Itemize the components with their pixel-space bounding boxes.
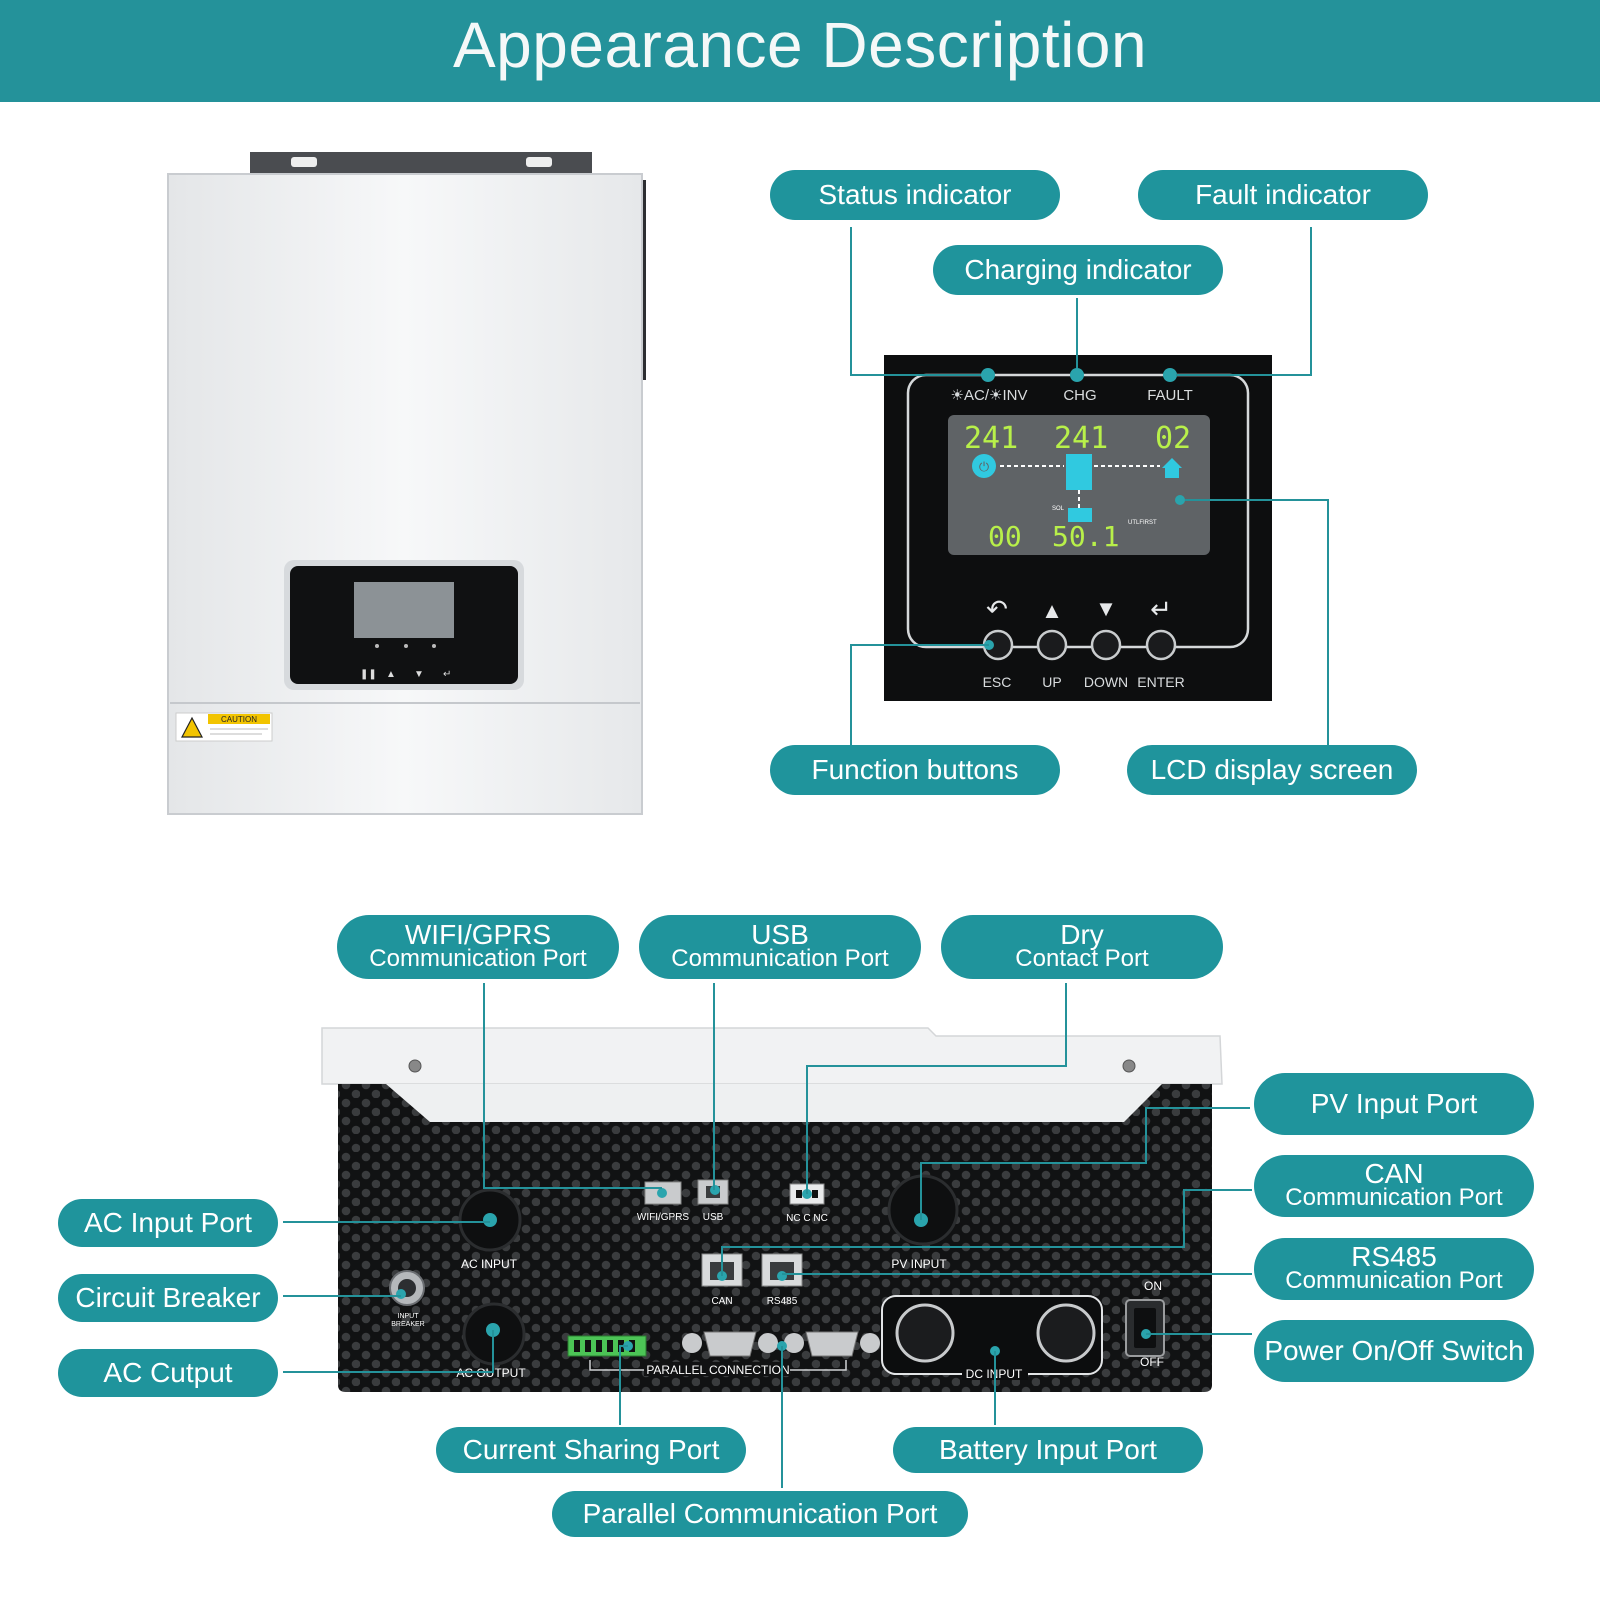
rs485-label: RS485 <box>767 1296 798 1307</box>
bottom-cover <box>321 1027 1223 1085</box>
indicator-label-fault: FAULT <box>1147 387 1193 404</box>
esc-arrow-icon: ↶ <box>986 594 1008 624</box>
lcd-inverter-icon <box>1066 454 1092 490</box>
status-led <box>981 368 995 382</box>
ac-input-dot <box>483 1213 497 1227</box>
down-button[interactable] <box>1090 629 1122 661</box>
mounting-bracket <box>250 152 592 174</box>
breaker-label-1: INPUT <box>398 1313 420 1320</box>
callout-charging-indicator: Charging indicator <box>933 245 1223 295</box>
parallel-port-2 <box>805 1331 859 1357</box>
lcd-grid-icon <box>972 454 996 478</box>
inverter-front: ❚❚ ▲ ▼ ↵ CAUTION <box>167 152 646 815</box>
bottom-leader-lines <box>283 983 1252 1488</box>
down-arrow-icon: ▼ <box>1095 596 1117 621</box>
pv-input-label: PV INPUT <box>891 1257 947 1271</box>
callout-fault-indicator: Fault indicator <box>1138 170 1428 220</box>
breaker-label-2: BREAKER <box>391 1321 424 1328</box>
fault-led <box>1163 368 1177 382</box>
breaker-dot <box>396 1289 406 1299</box>
mini-led-1 <box>375 644 379 648</box>
lcd-reading-top-left: 241 <box>964 421 1018 456</box>
caution-strip <box>208 714 270 724</box>
indicator-label-acinv: ☀AC/☀INV <box>951 387 1028 404</box>
pv-input-port <box>887 1174 959 1246</box>
title-banner: Appearance Description <box>0 0 1600 102</box>
mini-btn-1: ❚❚ <box>360 669 377 680</box>
power-off-label: OFF <box>1140 1355 1164 1369</box>
lcd-reading-bottom-left: 00 <box>988 520 1022 553</box>
ac-input-label: AC INPUT <box>461 1257 518 1271</box>
indicator-label-chg: CHG <box>1063 387 1096 404</box>
callout-lcd-display: LCD display screen <box>1127 745 1417 795</box>
control-panel-closeup: ☀AC/☀INV CHG FAULT 241 241 02 ⏻ SOL UTLF… <box>884 355 1272 701</box>
enter-arrow-icon: ↵ <box>1150 594 1172 624</box>
lcd-reading-top-right: 02 <box>1155 421 1191 456</box>
btn-label-enter: ENTER <box>1137 674 1184 690</box>
caution-text: CAUTION <box>221 715 257 724</box>
wifi-label: WIFI/GPRS <box>637 1212 690 1223</box>
dc-input-port-1 <box>895 1303 955 1363</box>
callout-battery-input-port: Battery Input Port <box>893 1427 1203 1473</box>
mini-lcd <box>354 582 454 638</box>
btn-label-down: DOWN <box>1084 674 1128 690</box>
callout-current-sharing-port: Current Sharing Port <box>436 1427 746 1473</box>
enter-button[interactable] <box>1145 629 1177 661</box>
mini-btn-2: ▲ <box>386 669 396 680</box>
mini-btn-4: ↵ <box>443 669 451 680</box>
lcd-house-roof-icon <box>1162 458 1182 468</box>
bracket-slot-right <box>526 157 552 167</box>
callout-pv-input-port: PV Input Port <box>1254 1073 1534 1135</box>
callout-ac-input-port: AC Input Port <box>58 1199 278 1247</box>
callout-function-buttons: Function buttons <box>770 745 1060 795</box>
parallel-port-1 <box>703 1331 757 1357</box>
mini-btn-3: ▼ <box>414 669 424 680</box>
lcd-tag-sol: SOL <box>1052 506 1065 512</box>
up-button[interactable] <box>1036 629 1068 661</box>
bracket-slot-left <box>291 157 317 167</box>
lcd-house-icon <box>1165 468 1179 478</box>
callout-parallel-comm-port: Parallel Communication Port <box>552 1491 968 1537</box>
inverter-bottom: AC INPUT INPUT BREAKER AC OUTPUT WIFI/GP… <box>321 1027 1223 1392</box>
btn-label-esc: ESC <box>983 674 1012 690</box>
callout-ac-output: AC Cutput <box>58 1349 278 1397</box>
power-on-label: ON <box>1144 1279 1162 1293</box>
lcd-dot <box>1175 495 1185 505</box>
mini-led-3 <box>432 644 436 648</box>
callout-power-switch: Power On/Off Switch <box>1254 1320 1534 1382</box>
can-label: CAN <box>711 1296 732 1307</box>
warning-triangle-icon <box>181 716 203 738</box>
charging-led <box>1070 368 1084 382</box>
up-arrow-icon: ▲ <box>1041 598 1063 623</box>
inverter-case <box>167 173 643 815</box>
btn-label-up: UP <box>1042 674 1061 690</box>
dc-input-port-2 <box>1036 1303 1096 1363</box>
lcd-plug-icon: ⏻ <box>979 459 989 474</box>
mini-led-2 <box>404 644 408 648</box>
screw-right-icon <box>1122 1059 1136 1073</box>
lcd-tag-utl: UTLFIRST <box>1128 520 1157 526</box>
lcd-reading-bottom-mid: 50.1 <box>1052 520 1119 553</box>
lcd-battery-icon <box>1068 508 1092 522</box>
usb-label: USB <box>703 1212 724 1223</box>
lcd-reading-top-mid: 241 <box>1054 421 1108 456</box>
top-leader-lines <box>850 227 1329 747</box>
bottom-cover-lip <box>386 1084 1162 1122</box>
parallel-label: PARALLEL CONNECTION <box>646 1363 789 1377</box>
dry-contact-label: NC C NC <box>786 1213 828 1224</box>
page-title: Appearance Description <box>452 9 1148 81</box>
callout-circuit-breaker: Circuit Breaker <box>58 1274 278 1322</box>
callout-status-indicator: Status indicator <box>770 170 1060 220</box>
screw-left-icon <box>408 1059 422 1073</box>
